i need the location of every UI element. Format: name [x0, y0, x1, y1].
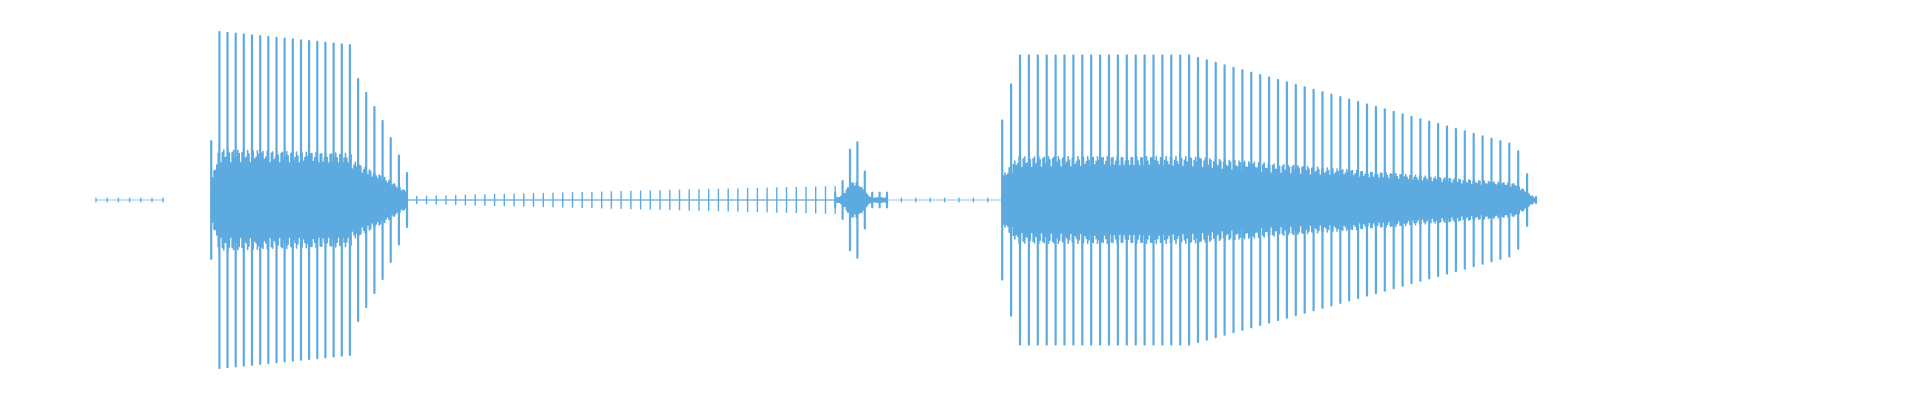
blip-body [834, 182, 888, 218]
burst-1-body [210, 149, 408, 251]
waveform-segments [95, 30, 1538, 370]
burst-2-body [1001, 155, 1537, 245]
